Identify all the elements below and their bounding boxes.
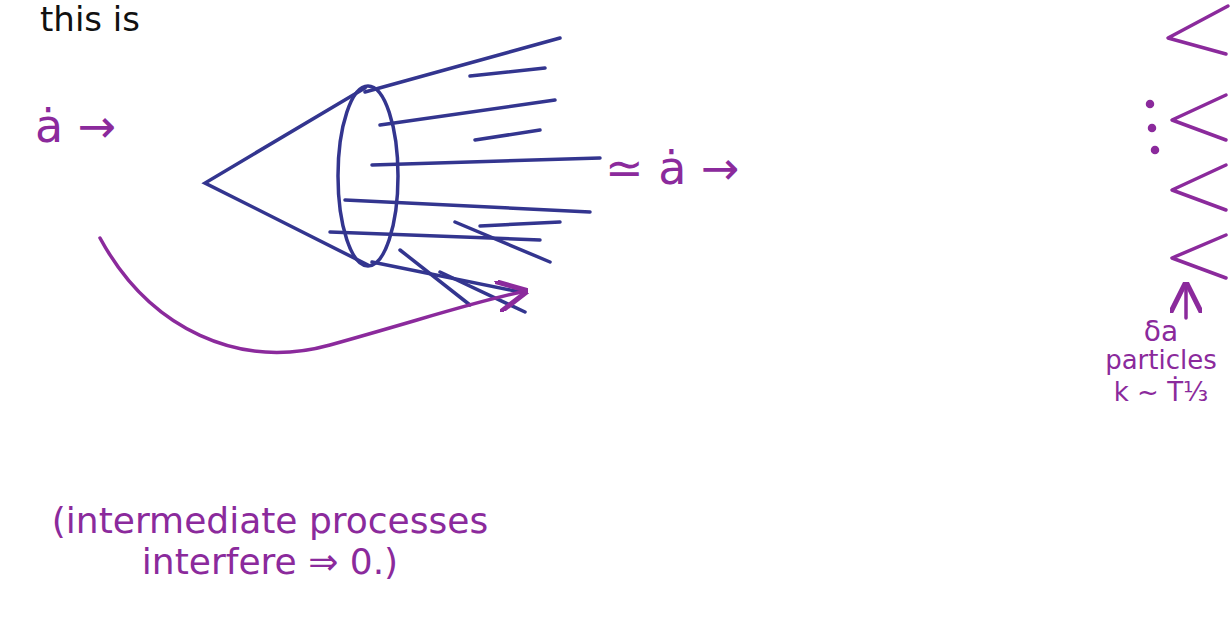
shower-branch (440, 272, 525, 312)
field-symbol: ȧ → (35, 100, 116, 153)
particle-symbols (1168, 6, 1228, 278)
shower-branch (365, 38, 560, 92)
shower-branch (455, 222, 550, 262)
shower-branch (400, 250, 470, 305)
shower-branch (372, 158, 600, 165)
shower-branch (345, 200, 590, 212)
annotation: particles (1096, 346, 1226, 376)
shower-branch (480, 222, 560, 226)
field-symbol: δa (1096, 316, 1226, 348)
curved-arrow (100, 238, 522, 352)
annotation: (intermediate processes interfere ⇒ 0.) (35, 500, 505, 583)
formula: k ~ Ṫ⅓ (1096, 378, 1226, 408)
pointer-arrow (1184, 288, 1188, 318)
shower-branch (470, 68, 545, 76)
shower-branch (380, 100, 555, 125)
ellipsis-dots (1148, 102, 1158, 153)
shower-branch (330, 232, 540, 240)
particle-shower (205, 38, 600, 312)
shower-branch (475, 130, 540, 140)
equivalence-symbol: ≃ ȧ → (605, 142, 740, 195)
note-text: this is (40, 0, 140, 39)
